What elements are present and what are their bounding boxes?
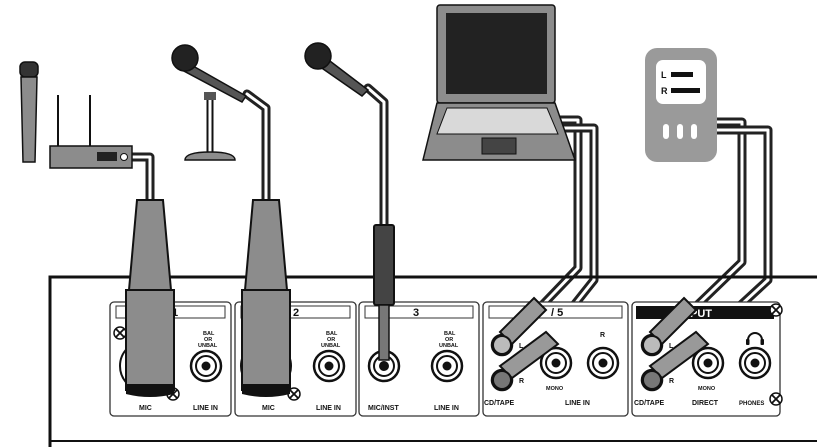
phones-label: PHONES (739, 401, 764, 407)
channel-3-header: 3 (413, 307, 419, 319)
mono-label-45: MONO (546, 386, 564, 392)
cable-mic-gooseneck (363, 83, 389, 233)
bal-label-3a: BAL (444, 331, 456, 337)
player-r-label: R (661, 86, 668, 96)
wireless-handheld-mic (19, 61, 39, 163)
rca-plug-45-r (492, 330, 560, 390)
mic-desk-stand (171, 44, 248, 161)
bal-label-2b: OR (327, 337, 335, 343)
cables (125, 83, 773, 355)
screw-icon (769, 303, 783, 317)
jack-plug-3 (373, 224, 395, 361)
line-in-jack-3[interactable] (430, 349, 464, 383)
rca-r-label-45: R (519, 378, 524, 385)
rca-r-label-input: R (669, 378, 674, 385)
rca-l-label-45: L (519, 343, 524, 350)
bal-label-1c: UNBAL (198, 343, 218, 349)
screw-icon (769, 392, 783, 406)
channel-1-header: 1 (172, 307, 178, 319)
line-in-label-45: LINE IN (565, 400, 590, 407)
channel-1-mic-label: MIC (139, 405, 152, 412)
direct-label: DIRECT (692, 400, 719, 407)
xlr-plug-2 (241, 199, 291, 397)
xlr-plug-1 (125, 199, 175, 397)
player-l-label: L (661, 70, 667, 80)
mic-inst-jack-3[interactable] (367, 349, 401, 383)
r-label-45: R (600, 332, 605, 339)
bal-label-1a: BAL (203, 331, 215, 337)
bal-label-3b: OR (445, 337, 453, 343)
bal-label-2c: UNBAL (321, 343, 341, 349)
channel-45-header: / 5 (551, 307, 563, 319)
channel-3-line-label: LINE IN (434, 405, 459, 412)
wireless-receiver (49, 95, 133, 169)
bal-label-1b: OR (204, 337, 212, 343)
phones-jack[interactable] (738, 346, 772, 380)
mic-gooseneck (304, 42, 370, 97)
cd-tape-label-45: CD/TAPE (484, 400, 515, 407)
cable-receiver (125, 152, 155, 205)
bal-label-2a: BAL (326, 331, 338, 337)
channel-2-header: 2 (293, 307, 299, 319)
channel-3-mic-label: MIC/INST (368, 405, 399, 412)
rca-l-label-input: L (669, 343, 674, 350)
rca-plug-input-l (642, 296, 698, 355)
channel-1-line-label: LINE IN (193, 405, 218, 412)
screw-icon (113, 326, 127, 340)
headphone-icon (746, 332, 764, 345)
cd-tape-player: L R (645, 48, 717, 162)
line-in-jack-2[interactable] (312, 349, 346, 383)
channel-2-line-label: LINE IN (316, 405, 341, 412)
rca-plug-45-l (492, 296, 548, 355)
laptop (422, 4, 577, 161)
channel-2-mic-label: MIC (262, 405, 275, 412)
line-in-jack-45-mono[interactable] (539, 346, 573, 380)
rca-plug-input-r (642, 330, 710, 390)
cable-mic-stand (242, 89, 271, 205)
mono-label-input: MONO (698, 386, 716, 392)
bal-label-3c: UNBAL (439, 343, 459, 349)
line-in-jack-1[interactable] (189, 349, 223, 383)
direct-jack[interactable] (691, 346, 725, 380)
cd-tape-label-input: CD/TAPE (634, 400, 665, 407)
line-in-jack-45-r[interactable] (586, 346, 620, 380)
